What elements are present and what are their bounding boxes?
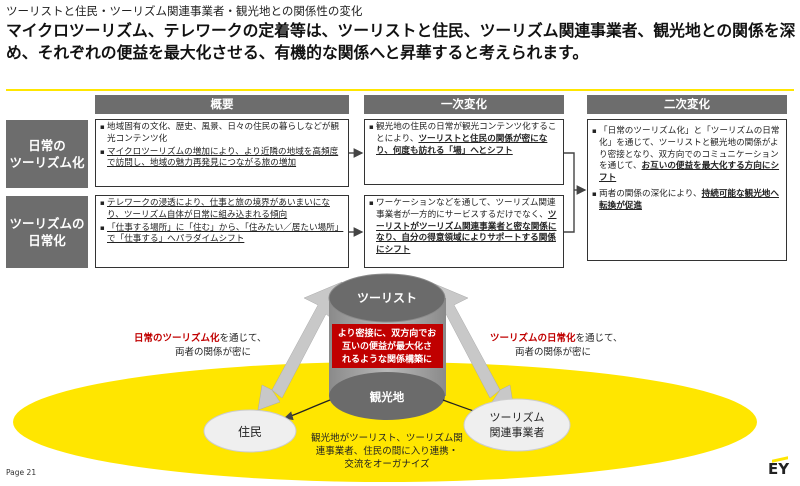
relationship-line: 互いの便益が最大化さ <box>342 340 432 352</box>
title-divider <box>6 89 794 91</box>
bottom-note-line: 連事業者、住民の間に入り連携・ <box>316 445 459 457</box>
secondary-box: 「日常のツーリズム化」と「ツーリズムの日常化」を通じて、ツーリストと観光地の関係… <box>587 119 787 261</box>
ecosystem-ellipse <box>13 362 757 482</box>
destination-base <box>329 372 445 420</box>
page-subtitle: ツーリストと住民・ツーリズム関連事業者・観光地との関係性の変化 <box>6 4 363 18</box>
bottom-note-line: 観光地がツーリスト、ツーリズム関 <box>311 432 463 444</box>
list-item: 地域固有の文化、歴史、風景、日々の住民の暮らしなどが観光コンテンツ化 <box>100 122 344 146</box>
left-note-highlight: 日常のツーリズム化 <box>134 332 220 344</box>
left-note-rest: を通じて、 <box>220 333 267 344</box>
list-item: テレワークの浸透により、仕事と旅の境界があいまいになり、ツーリズム自体が日常に組… <box>100 198 344 222</box>
list-item: 「日常のツーリズム化」と「ツーリズムの日常化」を通じて、ツーリストと観光地の関係… <box>592 126 782 185</box>
right-note-rest: を通じて、 <box>576 333 623 344</box>
merge-bracket <box>564 152 575 233</box>
column-header-primary: 一次変化 <box>364 95 564 114</box>
tourist-top <box>328 273 446 323</box>
arrow-to-resident-icon <box>283 399 331 421</box>
ey-logo: EY <box>768 460 790 478</box>
row-header-daily-tourism: 日常のツーリズム化 <box>6 120 88 188</box>
tourist-label: ツーリスト <box>357 291 417 305</box>
left-note-line1: 日常のツーリズム化を通じて、 <box>134 332 267 344</box>
flow-arrows <box>349 148 587 237</box>
right-note-highlight: ツーリズムの日常化 <box>490 332 576 344</box>
page-headline: マイクロツーリズム、テレワークの定着等は、ツーリストと住民、ツーリズム関連事業者… <box>6 21 796 62</box>
bottom-note-line: 交流をオーガナイズ <box>344 458 430 470</box>
secondary-text-emphasis: お互いの便益を最大化する方向にシフト <box>599 161 780 184</box>
destination-label: 観光地 <box>370 390 405 404</box>
resident-node <box>203 409 297 453</box>
row-header-line2: 日常化 <box>28 233 66 248</box>
row-header-line1: ツーリズムの <box>9 216 85 231</box>
relationship-line: より密接に、双方向でお <box>338 327 437 339</box>
right-note-line1: ツーリズムの日常化を通じて、 <box>490 332 623 344</box>
business-node <box>463 398 571 452</box>
page-number: Page 21 <box>6 468 37 477</box>
primary-box-tourism-daily: ワーケーションなどを通して、ツーリズム関連事業者が一方的にサービスするだけでなく… <box>364 195 564 268</box>
secondary-text-plain: 「日常のツーリズム化」と「ツーリズムの日常化」を通じて、ツーリストと観光地の関係… <box>599 126 780 172</box>
column-header-overview: 概要 <box>95 95 349 114</box>
row-header-tourism-daily: ツーリズムの日常化 <box>6 196 88 268</box>
secondary-text-emphasis: 持続可能な観光地へ転換が促進 <box>599 188 779 211</box>
list-item: ワーケーションなどを通して、ツーリズム関連事業者が一方的にサービスするだけでなく… <box>369 198 559 257</box>
list-item: マイクロツーリズムの増加により、より近隣の地域を高頻度で訪問し、地域の魅力再発見… <box>100 147 344 171</box>
overview-box-daily-tourism: 地域固有の文化、歴史、風景、日々の住民の暮らしなどが観光コンテンツ化 マイクロツ… <box>95 119 349 187</box>
relationship-line: れるような関係構築に <box>342 353 432 365</box>
list-item: 観光地の住民の日常が観光コンテンツ化することにより、ツーリストと住民の関係が密に… <box>369 122 559 157</box>
secondary-text-plain: 両者の関係の深化により、 <box>599 188 702 199</box>
row-header-line1: 日常の <box>28 138 66 153</box>
row-header-line2: ツーリズム化 <box>9 155 85 170</box>
list-item: 「仕事する場所」に「住む」から、「住みたい／居たい場所」で「仕事する」へパラダイ… <box>100 223 344 247</box>
business-label-line: ツーリズム <box>490 410 545 424</box>
resident-label: 住民 <box>238 425 262 439</box>
primary-text-emphasis: ツーリストがツーリズム関連事業者と密な関係になり、自分の得意領域によりサポートす… <box>376 209 557 256</box>
primary-text-emphasis: ツーリストと住民の関係が密になり、何度も訪れる「場」へとシフト <box>376 133 548 156</box>
overview-box-tourism-daily: テレワークの浸透により、仕事と旅の境界があいまいになり、ツーリズム自体が日常に組… <box>95 195 349 268</box>
primary-text-plain: 観光地の住民の日常が観光コンテンツ化することにより、 <box>376 122 557 144</box>
right-note-line2: 両者の関係が密に <box>515 346 591 358</box>
list-item: 両者の関係の深化により、持続可能な観光地へ転換が促進 <box>592 189 782 213</box>
primary-box-daily-tourism: 観光地の住民の日常が観光コンテンツ化することにより、ツーリストと住民の関係が密に… <box>364 119 564 185</box>
primary-text-plain: ワーケーションなどを通して、ツーリズム関連事業者が一方的にサービスするだけでなく… <box>376 198 556 220</box>
column-header-secondary: 二次変化 <box>587 95 787 114</box>
business-label-line: 関連事業者 <box>490 425 545 439</box>
tourist-destination-cylinder <box>328 273 446 420</box>
relationship-label-bg <box>332 324 443 368</box>
left-note-line2: 両者の関係が密に <box>175 346 251 358</box>
